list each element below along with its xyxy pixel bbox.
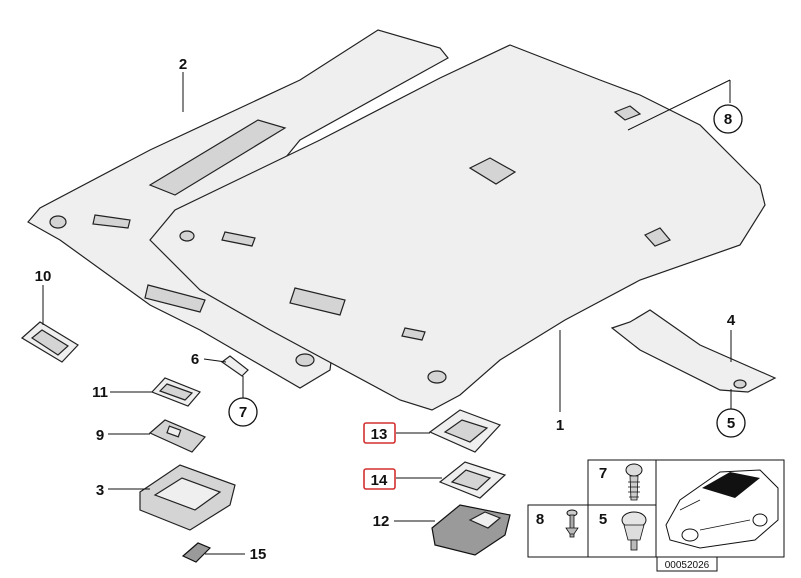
leader-6 <box>203 358 227 363</box>
part-3-overhead-console[interactable] <box>139 464 236 531</box>
part-11-frame[interactable] <box>150 377 202 407</box>
callout-14: 14 <box>371 472 388 489</box>
part-10-frame[interactable] <box>20 321 79 363</box>
diagram-number: 00052026 <box>665 560 710 571</box>
callout-1[interactable]: 1 <box>556 417 564 434</box>
callout-13-highlight[interactable]: 13 <box>363 422 396 444</box>
callout-3[interactable]: 3 <box>96 482 104 499</box>
callout-5-circle[interactable]: 5 <box>716 408 746 438</box>
callout-8: 8 <box>724 111 732 128</box>
part-4-trim-strip[interactable] <box>610 309 777 393</box>
callout-7-circle[interactable]: 7 <box>228 397 258 427</box>
part-15-clip[interactable] <box>181 542 212 563</box>
inset-label-8: 8 <box>536 511 544 528</box>
part-14-frame[interactable] <box>438 461 507 499</box>
callout-9[interactable]: 9 <box>96 427 104 444</box>
expanding-clip-icon <box>621 511 647 551</box>
part-9-bracket[interactable] <box>148 419 206 453</box>
push-pin-icon <box>625 463 643 501</box>
callout-13: 13 <box>371 426 388 443</box>
part-12-cover[interactable] <box>431 504 511 556</box>
part-1-headliner[interactable] <box>149 44 766 411</box>
callout-4[interactable]: 4 <box>727 312 736 329</box>
inset-label-7: 7 <box>599 465 607 482</box>
callout-12[interactable]: 12 <box>373 513 390 530</box>
part-6-clip[interactable] <box>220 355 249 377</box>
callout-2[interactable]: 2 <box>179 56 187 73</box>
callout-14-highlight[interactable]: 14 <box>363 468 396 490</box>
callout-8-circle[interactable]: 8 <box>713 104 743 134</box>
callout-6[interactable]: 6 <box>191 351 199 368</box>
part-13-frame[interactable] <box>428 409 502 453</box>
car-icon <box>665 469 779 549</box>
callout-11[interactable]: 11 <box>92 384 108 401</box>
callout-7: 7 <box>239 404 247 421</box>
callout-10[interactable]: 10 <box>35 268 52 285</box>
inset-label-5: 5 <box>599 511 607 528</box>
leader-8b <box>627 79 731 131</box>
inset-box-7-5 <box>587 459 657 558</box>
callout-15[interactable]: 15 <box>250 546 267 563</box>
screw-icon <box>565 509 579 538</box>
callout-5: 5 <box>727 415 735 432</box>
fastener-inset: 8 7 5 00052026 <box>527 459 785 572</box>
